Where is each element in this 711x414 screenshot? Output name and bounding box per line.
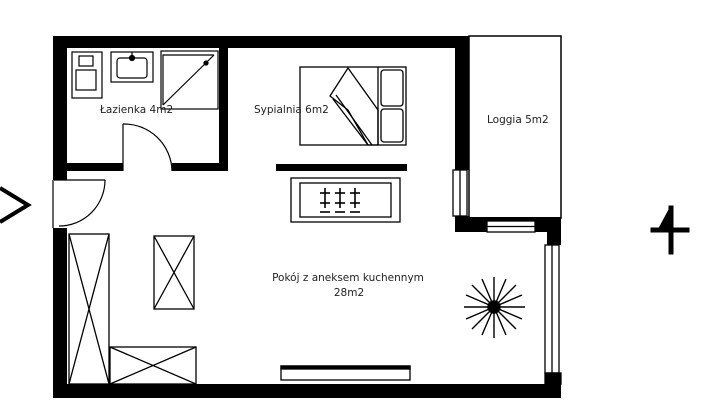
wardrobe-icon: [68, 233, 110, 385]
windows: [452, 169, 562, 385]
shower-icon: [160, 50, 219, 110]
entrance-door-swing: [58, 179, 106, 227]
living-room-area-label: 28m2: [334, 287, 364, 299]
bathroom-door-swing: [122, 123, 173, 172]
cabinet-icon: [153, 235, 195, 310]
loggia-label: Loggia 5m2: [487, 114, 549, 126]
plant-icon: [464, 277, 525, 338]
kitchen-counter-icon: [290, 177, 401, 223]
toilet-icon: [71, 51, 103, 99]
bedroom-label: Sypialnia 6m2: [254, 104, 329, 116]
living-room-label: Pokój z aneksem kuchennym: [272, 272, 424, 284]
doors: [52, 123, 173, 228]
sink-icon: [110, 51, 154, 83]
loggia-outline: [468, 35, 562, 219]
entrance-arrow-icon: [0, 186, 32, 224]
radiator-icon: [280, 365, 411, 381]
north-arrow-icon: [650, 205, 690, 255]
bathroom-fixtures: [71, 50, 219, 110]
bed-icon: [299, 66, 407, 146]
low-cabinet-icon: [109, 346, 197, 385]
bathroom-label: Łazienka 4m2: [99, 104, 173, 116]
